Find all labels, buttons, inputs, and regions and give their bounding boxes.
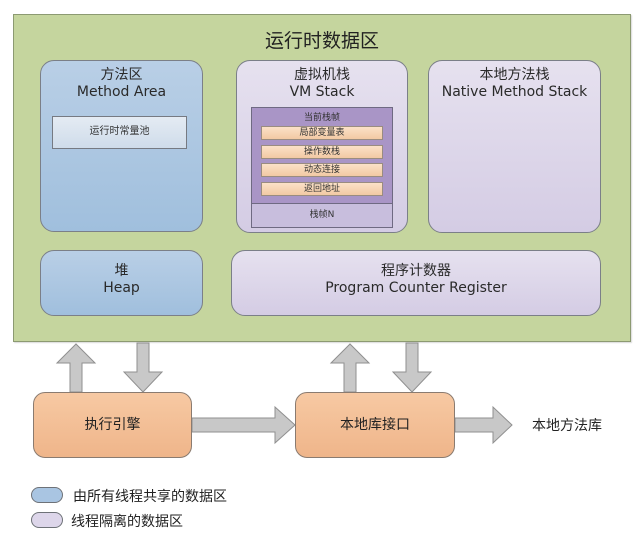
runtime-constant-pool: 运行时常量池	[52, 116, 187, 149]
arrow-down-runtime-to-exec	[122, 342, 164, 393]
stack-frame-n: 栈帧N	[252, 203, 392, 227]
current-frame-label: 当前栈帧	[303, 113, 340, 123]
native-interface-box: 本地库接口	[295, 392, 455, 458]
arrow-right-exec-to-native-if	[191, 405, 296, 445]
native-method-stack-en: Native Method Stack	[441, 84, 588, 100]
native-method-stack-box: 本地方法栈 Native Method Stack	[428, 60, 601, 233]
program-counter-en: Program Counter Register	[325, 280, 507, 296]
method-area-en: Method Area	[76, 84, 167, 100]
program-counter-box: 程序计数器 Program Counter Register	[231, 250, 601, 316]
native-method-stack-zh: 本地方法栈	[479, 67, 550, 83]
arrow-right-native-if-to-lib	[454, 405, 513, 445]
heap-box: 堆 Heap	[40, 250, 203, 316]
frame-item-local-variables: 局部变量表	[261, 126, 383, 140]
arrow-up-exec-to-runtime	[55, 343, 97, 393]
method-area-zh: 方法区	[100, 67, 143, 83]
heap-en: Heap	[103, 280, 140, 296]
legend-shared-label: 由所有线程共享的数据区	[73, 489, 227, 505]
frame-item-dynamic-linking: 动态连接	[261, 163, 383, 177]
vm-stack-en: VM Stack	[289, 84, 355, 100]
runtime-data-area-title: 运行时数据区	[264, 30, 379, 52]
frame-item-return-address: 返回地址	[261, 182, 383, 196]
arrow-up-native-if-to-runtime	[329, 343, 371, 393]
program-counter-zh: 程序计数器	[381, 263, 451, 279]
legend-isolated-label: 线程隔离的数据区	[71, 514, 183, 530]
legend-shared-swatch	[31, 487, 63, 503]
frame-item-operand-stack: 操作数栈	[261, 145, 383, 159]
legend-isolated-swatch	[31, 512, 63, 528]
execution-engine-box: 执行引擎	[33, 392, 192, 458]
heap-zh: 堆	[114, 263, 129, 279]
native-library-label: 本地方法库	[532, 418, 602, 434]
vm-stack-zh: 虚拟机栈	[294, 67, 350, 83]
arrow-down-runtime-to-native-if	[391, 342, 433, 393]
